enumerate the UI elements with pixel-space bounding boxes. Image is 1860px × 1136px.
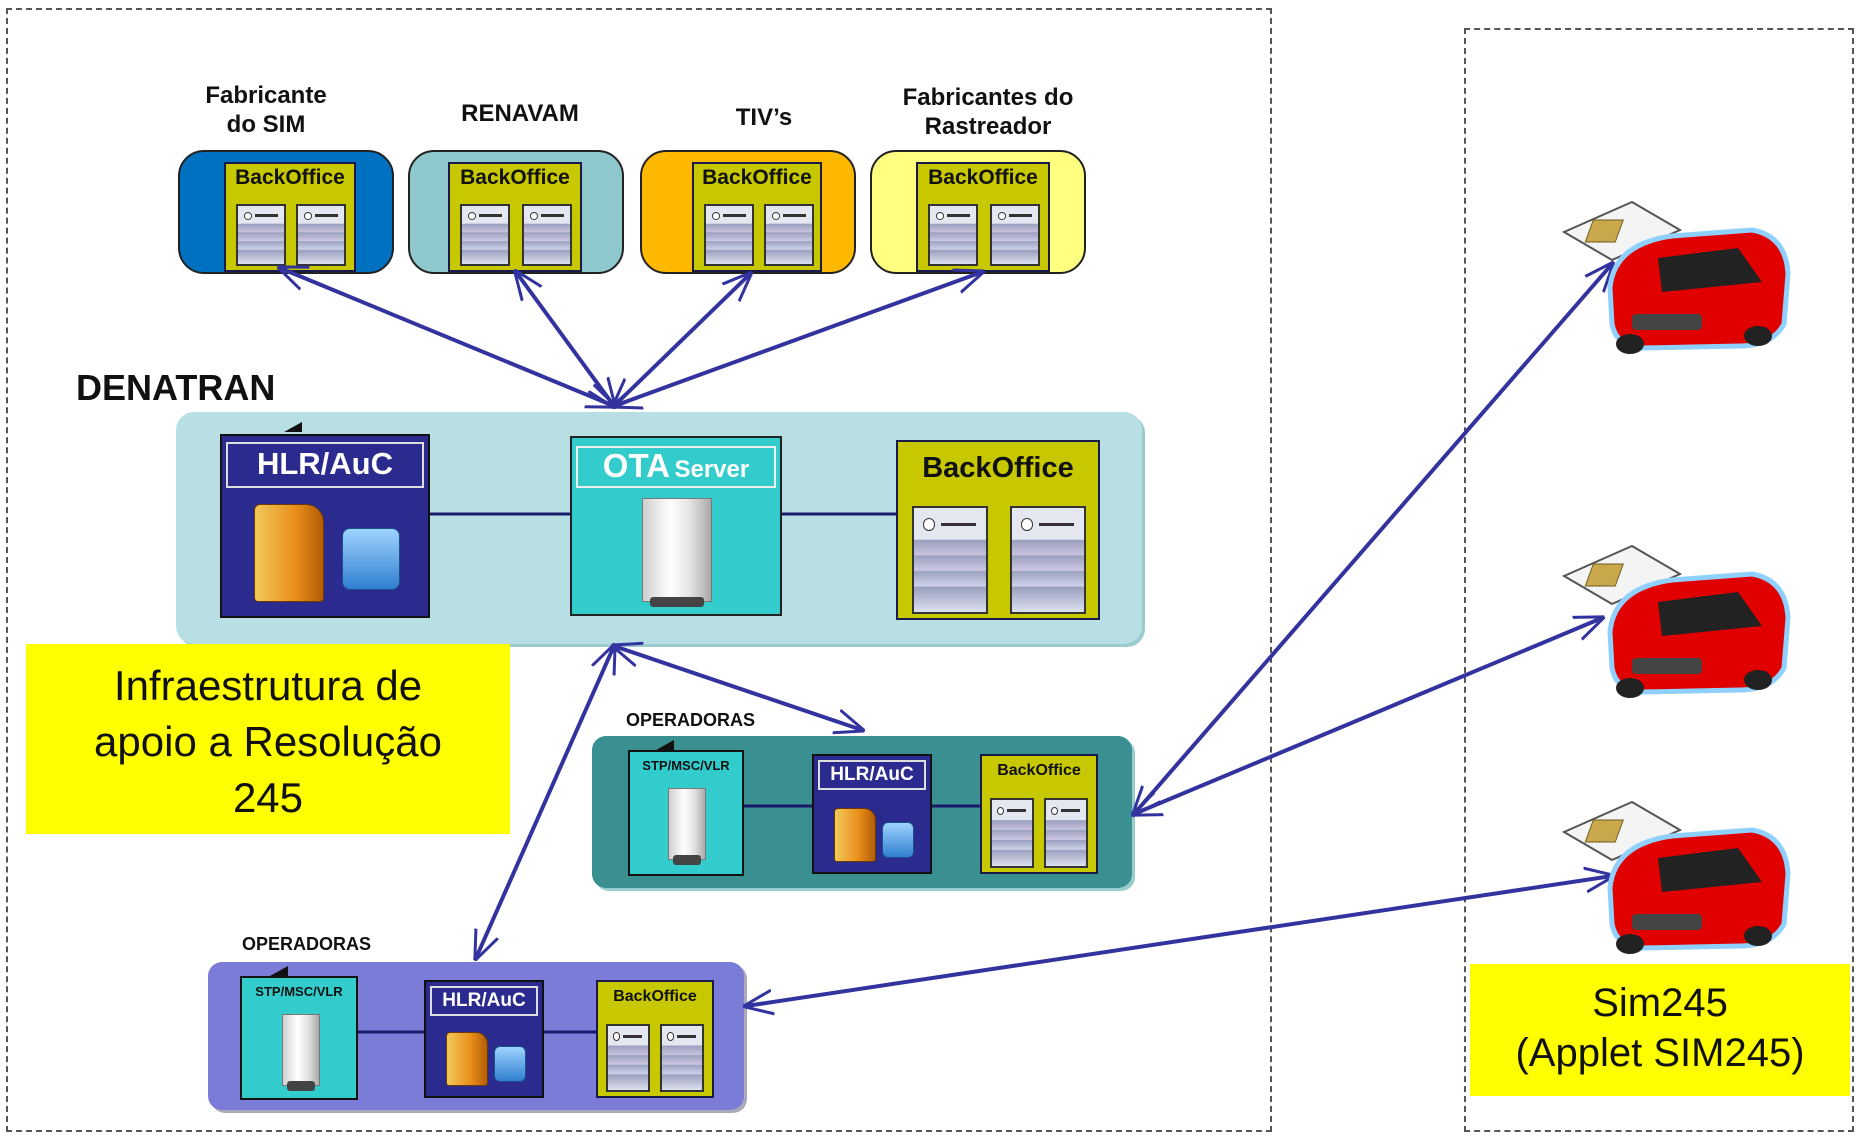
arrow-ota-op1 [614,646,862,730]
org-box-tiv: BackOffice [640,150,856,274]
hlr-server-icon [242,498,412,608]
org-backoffice: BackOffice [224,162,356,272]
operadoras-1-hlr: HLR/AuC [812,754,932,874]
hlr-server-icon [440,1026,530,1090]
org-label-tiv: TIV’s [735,104,793,131]
org-label-renavam: RENAVAM [461,100,579,127]
org-box-renavam: BackOffice [408,150,624,274]
org-backoffice: BackOffice [448,162,582,272]
server-icon [990,204,1040,266]
hlr-server-icon [828,802,918,866]
ota-server: OTA Server [570,436,782,616]
operadoras-2-backoffice: BackOffice [596,980,714,1098]
ota-server-label: OTA Server [576,446,776,488]
backoffice-label: BackOffice [235,166,345,189]
arrow-ota-op2 [476,646,614,958]
hlr-flag-icon [284,422,302,432]
backoffice-label: BackOffice [613,988,697,1005]
org-label-sim-manufacturer: Fabricante do SIM [205,82,327,138]
server-icon [764,204,814,266]
server-tower-icon [642,498,712,607]
hlr-label: HLR/AuC [818,760,926,790]
ota-server-suffix: Server [674,456,750,483]
denatran-backoffice-label: BackOffice [922,452,1074,484]
server-tower-icon [282,1014,320,1091]
stp-flag-icon [656,740,674,750]
server-icon [460,204,510,266]
arrow-op2-car3 [746,876,1612,1006]
operadoras-1-stp: STP/MSC/VLR [628,750,744,876]
server-icon [660,1024,704,1092]
backoffice-label: BackOffice [702,166,812,189]
car-with-sim-icon [1561,200,1791,954]
operadoras-1-backoffice: BackOffice [980,754,1098,874]
denatran-title: DENATRAN [76,367,276,408]
org-backoffice: BackOffice [692,162,822,272]
server-icon [1010,506,1086,614]
operadoras-2-hlr: HLR/AuC [424,980,544,1098]
backoffice-label: BackOffice [460,166,570,189]
server-icon [704,204,754,266]
backoffice-label: BackOffice [997,762,1081,779]
backoffice-label: BackOffice [928,166,1038,189]
server-icon [1044,798,1088,868]
infrastructure-label: Infraestrutura de apoio a Resolução 245 [26,644,510,834]
stp-flag-icon [270,966,288,976]
org-label-tracker-manufacturers: Fabricantes do Rastreador [902,84,1074,140]
operadoras-2-title: OPERADORAS [242,934,372,954]
server-icon [928,204,978,266]
server-icon [606,1024,650,1092]
denatran-backoffice: BackOffice [896,440,1100,620]
org-box-tracker-manufacturers: BackOffice [870,150,1086,274]
stp-label: STP/MSC/VLR [642,758,730,773]
denatran-hlr: HLR/AuC [220,434,430,618]
denatran-hlr-label: HLR/AuC [226,442,424,488]
arrow-op1-car1 [1134,264,1612,814]
server-icon [296,204,346,266]
ota-label: OTA [602,447,671,484]
arrow-renavam-ota [516,272,614,406]
server-icon [236,204,286,266]
operadoras-2-stp: STP/MSC/VLR [240,976,358,1100]
stp-label: STP/MSC/VLR [255,984,343,999]
server-icon [990,798,1034,868]
arrow-tracker-ota [614,272,982,406]
server-icon [912,506,988,614]
org-backoffice: BackOffice [916,162,1050,272]
hlr-label: HLR/AuC [430,986,538,1016]
arrow-op1-car2 [1134,618,1602,814]
server-tower-icon [668,788,706,865]
arrow-tiv-ota [614,274,750,406]
server-icon [522,204,572,266]
